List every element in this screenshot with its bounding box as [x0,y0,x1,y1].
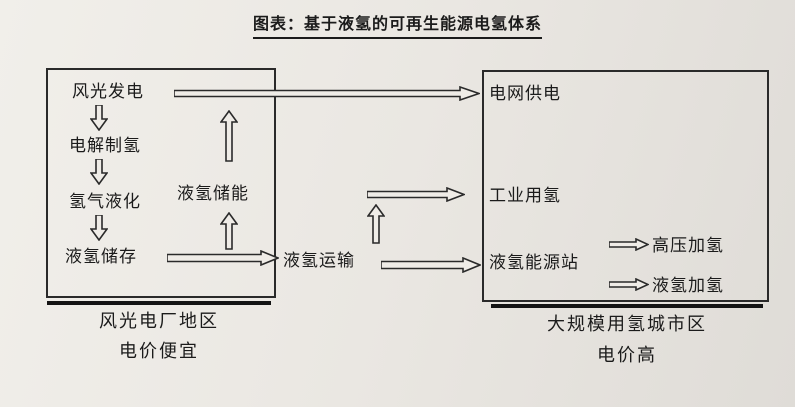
arrow-right-icon [609,238,649,251]
right-caption-price: 电价高 [597,345,657,365]
arrow-right-icon [174,86,480,101]
node-grid-supply: 电网供电 [489,84,561,103]
arrow-right-icon [167,250,279,266]
arrow-right-icon [367,187,465,202]
left-caption-price: 电价便宜 [119,341,199,361]
node-wind-solar-power: 风光发电 [72,82,144,101]
node-lh2-refueling: 液氢加氢 [652,276,724,295]
node-industrial-h2: 工业用氢 [489,186,561,205]
left-caption-region: 风光电厂地区 [99,311,219,331]
left-region-underline [47,301,271,305]
diagram-title: 图表：基于液氢的可再生能源电氢体系 [252,10,542,39]
arrow-down-icon [90,105,108,131]
arrow-down-icon [90,215,108,241]
arrow-up-icon [220,110,238,162]
arrow-up-icon [367,204,385,244]
right-caption-region: 大规模用氢城市区 [547,314,707,334]
node-liquefaction: 氢气液化 [69,192,141,211]
node-lh2-storage: 液氢储存 [65,247,137,266]
left-region-box [46,68,276,298]
node-lh2-transport: 液氢运输 [283,251,355,270]
arrow-down-icon [90,159,108,185]
arrow-right-icon [609,278,649,291]
right-region-box [482,70,769,302]
node-lh2-energy-station: 液氢能源站 [489,253,579,272]
title-wrap: 图表：基于液氢的可再生能源电氢体系 [0,10,795,39]
arrow-right-icon [381,257,481,273]
arrow-up-icon [220,212,238,250]
node-high-pressure-refueling: 高压加氢 [652,236,724,255]
right-region-underline [491,304,763,308]
node-electrolysis: 电解制氢 [69,136,141,155]
node-lh2-energy-storage: 液氢储能 [177,184,249,203]
